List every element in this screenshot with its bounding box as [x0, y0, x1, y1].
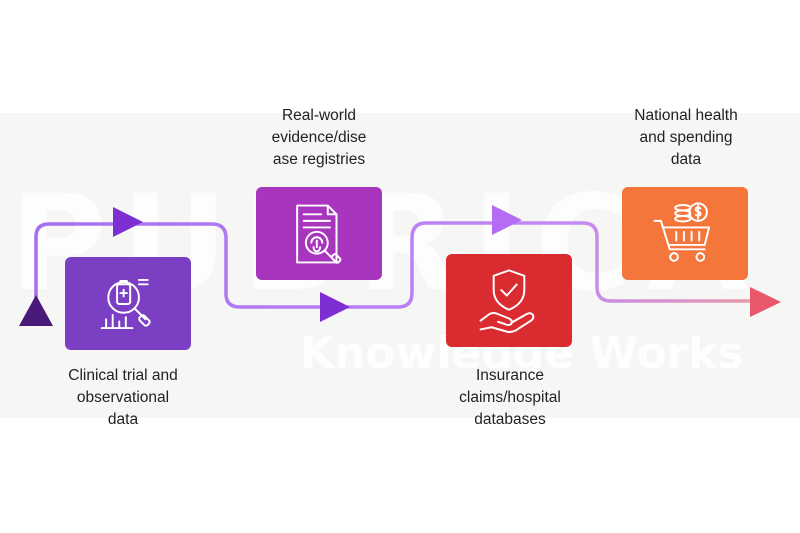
step-label-national: National health and spending data — [634, 107, 738, 168]
shopping-cart-coins-icon — [653, 201, 711, 262]
flow-arrow-3 — [492, 205, 522, 235]
flow-arrow-2 — [320, 292, 350, 322]
flow-arrow-1 — [113, 207, 143, 237]
step-card-national — [622, 187, 748, 280]
step-label-insurance: Insurance claims/hospital databases — [459, 367, 561, 428]
clinical-data-magnifier-icon — [100, 278, 151, 329]
step-card-real-world — [256, 187, 382, 280]
step-card-clinical — [65, 257, 191, 350]
step-label-real-world: Real-world evidence/dise ase registries — [271, 107, 367, 168]
flow-line — [34, 221, 754, 312]
step-label-clinical: Clinical trial and observational data — [68, 367, 178, 428]
start-arrow — [19, 295, 53, 326]
step-card-insurance — [446, 254, 572, 347]
shield-check-hand-icon — [479, 268, 535, 333]
end-arrow — [750, 287, 781, 317]
document-fingerprint-icon — [296, 204, 342, 264]
